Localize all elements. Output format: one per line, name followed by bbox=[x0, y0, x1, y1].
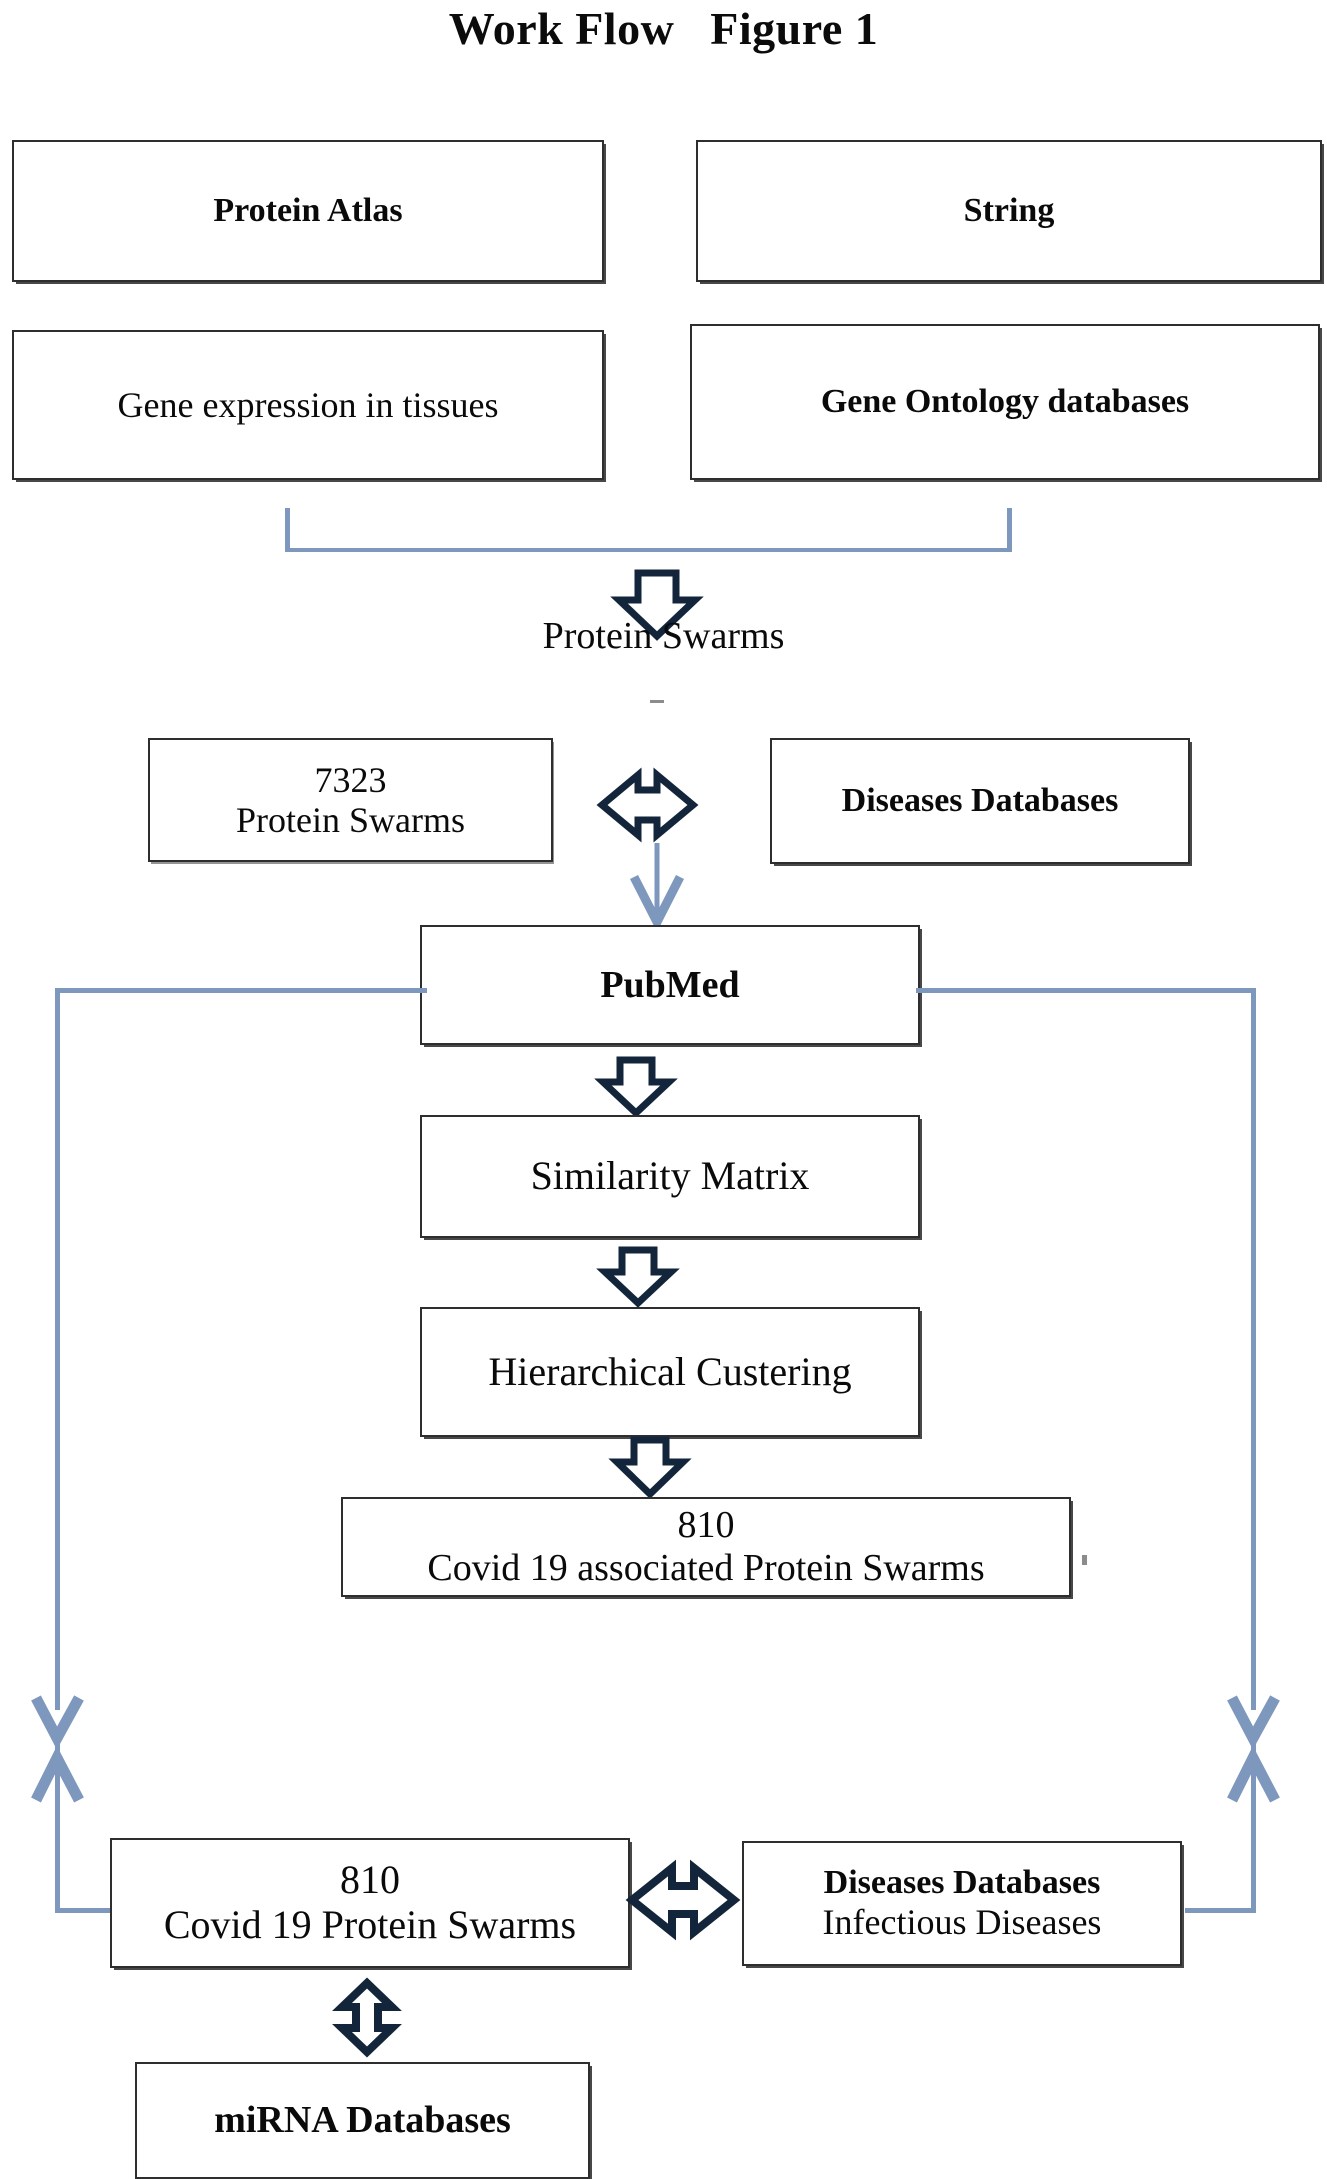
node-covid-swarms-bottom[interactable]: 810 Covid 19 Protein Swarms bbox=[110, 1838, 630, 1968]
node-gene-ontology-label: Gene Ontology databases bbox=[820, 382, 1190, 420]
right-loop-vertical bbox=[1251, 988, 1256, 1710]
node-hierarchical-clustering[interactable]: Hierarchical Custering bbox=[420, 1307, 920, 1437]
node-diseases-databases-top[interactable]: Diseases Databases bbox=[770, 738, 1190, 864]
node-covid-associated-count: 810 bbox=[677, 1504, 735, 1547]
node-covid-swarms-bottom-label: Covid 19 Protein Swarms bbox=[163, 1902, 577, 1947]
node-7323-count: 7323 bbox=[314, 759, 387, 800]
node-diseases-databases-bottom[interactable]: Diseases Databases Infectious Diseases bbox=[742, 1841, 1182, 1966]
node-7323-protein-swarms[interactable]: 7323 Protein Swarms bbox=[148, 738, 553, 862]
page-title: Work Flow Figure 1 bbox=[448, 3, 879, 54]
bracket-merge-connector-left-stem bbox=[285, 508, 290, 552]
node-string-label: String bbox=[963, 191, 1055, 229]
right-loop-vertical-lower bbox=[1251, 1740, 1256, 1912]
node-diseases-databases-bottom-line2: Infectious Diseases bbox=[822, 1902, 1102, 1942]
node-protein-atlas-label: Protein Atlas bbox=[213, 191, 403, 229]
node-protein-atlas[interactable]: Protein Atlas bbox=[12, 140, 604, 282]
node-diseases-databases-bottom-line1: Diseases Databases bbox=[823, 1863, 1101, 1901]
node-similarity-matrix-label: Similarity Matrix bbox=[530, 1153, 810, 1199]
node-covid-associated-swarms[interactable]: 810 Covid 19 associated Protein Swarms bbox=[341, 1497, 1071, 1597]
node-string[interactable]: String bbox=[696, 140, 1322, 282]
node-covid-swarms-bottom-count: 810 bbox=[340, 1857, 400, 1903]
node-diseases-databases-top-label: Diseases Databases bbox=[841, 781, 1119, 819]
node-similarity-matrix[interactable]: Similarity Matrix bbox=[420, 1115, 920, 1238]
node-gene-ontology[interactable]: Gene Ontology databases bbox=[690, 324, 1320, 480]
node-gene-expression-label: Gene expression in tissues bbox=[117, 384, 499, 425]
node-hierarchical-clustering-label: Hierarchical Custering bbox=[488, 1348, 852, 1394]
label-protein-swarms: Protein Swarms bbox=[542, 615, 785, 657]
node-7323-label: Protein Swarms bbox=[236, 800, 465, 840]
left-loop-vertical-lower bbox=[55, 1740, 60, 1912]
node-mirna-databases[interactable]: miRNA Databases bbox=[135, 2062, 590, 2179]
left-loop-horizontal-bottom bbox=[55, 1908, 123, 1913]
node-pubmed[interactable]: PubMed bbox=[420, 925, 920, 1045]
right-loop-horizontal-bottom bbox=[1185, 1908, 1256, 1913]
left-loop-horizontal-top bbox=[55, 988, 427, 993]
bracket-merge-connector-bar bbox=[285, 548, 1012, 552]
node-mirna-databases-label: miRNA Databases bbox=[214, 2099, 511, 2142]
node-gene-expression[interactable]: Gene expression in tissues bbox=[12, 330, 604, 480]
bracket-merge-connector-right-stem bbox=[1007, 508, 1012, 552]
node-covid-associated-label: Covid 19 associated Protein Swarms bbox=[427, 1547, 985, 1589]
right-loop-horizontal-top bbox=[916, 988, 1256, 993]
decorative-dash-2 bbox=[1082, 1555, 1087, 1565]
left-loop-vertical bbox=[55, 988, 60, 1710]
node-pubmed-label: PubMed bbox=[600, 963, 740, 1006]
decorative-dash bbox=[650, 700, 664, 703]
